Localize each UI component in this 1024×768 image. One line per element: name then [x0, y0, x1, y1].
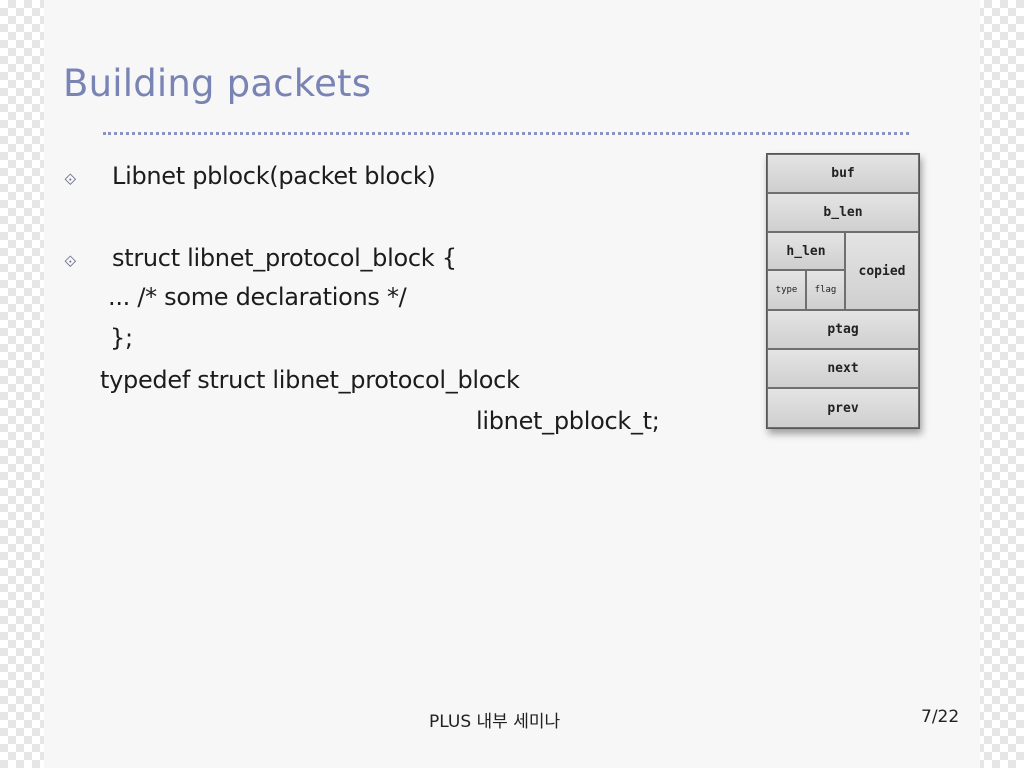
bullet-text-struct: struct libnet_protocol_block {	[112, 244, 457, 272]
field-buf: buf	[767, 154, 919, 193]
field-b-len: b_len	[767, 193, 919, 232]
diamond-bullet-icon: ⟐	[64, 170, 77, 189]
diamond-bullet-icon: ⟐	[64, 252, 77, 271]
code-line-typedef: typedef struct libnet_protocol_block	[100, 366, 520, 394]
field-h-len: h_len	[767, 232, 845, 270]
footer-seminar-label: PLUS 내부 세미나	[429, 712, 561, 732]
field-copied: copied	[845, 232, 919, 310]
field-prev: prev	[767, 388, 919, 428]
slide-title: Building packets	[63, 62, 372, 105]
field-ptag: ptag	[767, 310, 919, 349]
field-flag: flag	[806, 270, 845, 310]
page-number: 7/22	[921, 707, 960, 727]
title-divider	[103, 132, 909, 135]
code-line-typedef-name: libnet_pblock_t;	[476, 407, 660, 435]
slide: Building packets ⟐ Libnet pblock(packet …	[44, 0, 980, 768]
field-next: next	[767, 349, 919, 388]
bullet-text-pblock: Libnet pblock(packet block)	[112, 162, 436, 190]
code-line-closing-brace: };	[110, 324, 133, 352]
code-line-declarations: ... /* some declarations */	[108, 283, 407, 311]
field-type: type	[767, 270, 806, 310]
pblock-structure-diagram: buf b_len h_len type flag copied ptag ne…	[766, 153, 920, 429]
